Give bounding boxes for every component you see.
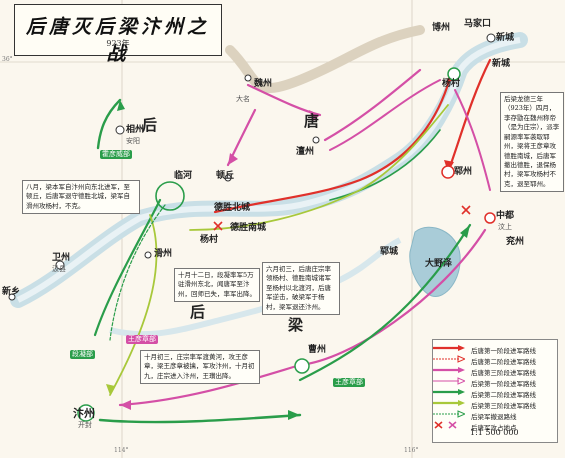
note-right: 后梁龙德三年（923年）四月，李存勖在魏州称帝（是为庄宗），派李嗣源率军袭取郓州… [500, 92, 564, 193]
city-daming: 大名 [236, 95, 250, 103]
marker-chanzhou [312, 136, 320, 144]
tick-116: 116° [404, 447, 419, 454]
army-wang-yanzhang-2: 王彦章部 [333, 378, 365, 387]
note-oct3: 十月初三，庄宗率军渡黄河，攻王彦章，梁王彦章被擒，军攻汴州，十月初九，庄宗进入汴… [140, 350, 260, 385]
marker-xincheng [486, 33, 496, 43]
legend-row: 后梁第二阶段进军路线 [433, 388, 557, 399]
fenghu-lake [409, 226, 461, 297]
army-duan-ning: 段凝部 [70, 350, 95, 359]
state-later-tang: 唐 [304, 112, 320, 130]
city-yunzhou: 郓州 [454, 167, 473, 177]
city-yanzhou: 兖州 [506, 237, 525, 247]
marker-weizhou [244, 74, 252, 82]
city-kaifeng: 开封 [78, 421, 92, 429]
city-xiangzhou: 相州 [126, 125, 145, 135]
note-august: 八月，梁本军自汴州向东北进军，至顿丘，后唐军退守德胜北城，梁军自滑州攻杨村，不克… [22, 180, 140, 215]
city-huazhou: 滑州 [154, 249, 173, 259]
city-jixian: 汲县 [52, 265, 66, 273]
marker-bianzhou [77, 404, 95, 422]
marker-huazhou [144, 251, 152, 259]
route-pink-6 [454, 89, 491, 191]
army-wang-yanzhang-1: 王彦章部 [126, 335, 158, 344]
legend-label: 后梁第二阶段进军路线 [471, 391, 536, 399]
marker-yunzhou [441, 165, 455, 179]
city-zhongdu: 中都 [496, 211, 515, 221]
route-yellowgreen-1 [109, 214, 158, 396]
note-center: 六月初三，后唐庄宗率领杨村、德胜南城诸军至杨村以北渡河，后唐军逆击，破梁军于杨村… [262, 262, 340, 316]
army-linhe-troops: 霍彦威部 [100, 150, 132, 159]
city-yangcun2: 杨村 [200, 235, 219, 245]
state-later-liang-2: 梁 [288, 316, 304, 334]
route-tang-red-1 [213, 68, 454, 214]
legend-row: 后梁军撤退路线 [433, 410, 557, 421]
legend-row: 后梁第三阶段进军路线 [433, 399, 557, 410]
route-green-4 [298, 223, 472, 382]
legend-row: 后唐军攻占地点 [433, 421, 557, 432]
city-yangcun: 杨村 [442, 79, 461, 89]
north-ridge [225, 25, 425, 94]
route-green-2 [93, 198, 162, 337]
city-xincheng2: 新城 [492, 59, 511, 69]
route-pink-3 [323, 68, 422, 142]
legend: 后唐第一阶段进军路线 后唐第二阶段进军路线 后唐第三阶段进军路线 后梁第一阶段进… [432, 339, 558, 443]
route-yellowgreen-2 [189, 104, 449, 231]
city-weizhou2: 卫州 [52, 253, 71, 263]
legend-label: 后梁军撤退路线 [471, 413, 517, 421]
scale-label: 1:1 500 000 [470, 428, 519, 437]
route-tang-red-2 [446, 58, 492, 174]
city-linhe: 临河 [174, 171, 193, 181]
city-yuncheng: 郓城 [380, 247, 399, 257]
legend-label: 后唐第三阶段进军路线 [471, 369, 536, 377]
city-bozhou: 博州 [432, 23, 451, 33]
legend-row: 后唐第三阶段进军路线 [433, 366, 557, 377]
city-anyang: 安阳 [126, 137, 140, 145]
route-green-hollow [109, 204, 166, 341]
title-box: 后唐灭后梁汴州之战 923年 [14, 4, 222, 65]
city-majiakou: 马家口 [464, 19, 492, 29]
legend-row: 后唐第一阶段进军路线 [433, 344, 557, 355]
city-markers [8, 33, 496, 422]
marker-xiangzhou [115, 125, 125, 135]
note-oct12: 十月十二日，段凝率军5万驻滑州东北，闻唐军至汴州，回师已失，率军出降。 [174, 268, 260, 303]
state-later-tang-north: 后 [142, 116, 158, 134]
legend-label: 后梁第一阶段进军路线 [471, 380, 536, 388]
marker-weizhou2 [55, 260, 65, 270]
tick-36: 36° [2, 56, 13, 63]
legend-label: 后唐第一阶段进军路线 [471, 347, 536, 355]
city-dunqiu: 顿丘 [216, 171, 235, 181]
map-year: 923年 [106, 39, 130, 48]
route-green-1 [96, 98, 122, 150]
city-xincheng: 新城 [496, 33, 515, 43]
lake-name: 大野泽 [425, 259, 453, 269]
route-pink-4 [329, 79, 441, 151]
marker-xinxiang [8, 293, 16, 301]
marker-linhe [155, 181, 185, 211]
legend-label: 后唐第二阶段进军路线 [471, 358, 536, 366]
city-caozhou: 曹州 [308, 345, 327, 355]
marker-zhongdu [484, 212, 496, 224]
city-wenshang: 汶上 [498, 223, 512, 231]
legend-label: 后唐军攻占地点 [471, 424, 517, 432]
city-desheng-south: 德胜南城 [230, 223, 267, 233]
legend-row: 后唐第二阶段进军路线 [433, 355, 557, 366]
city-desheng-north: 德胜北城 [214, 203, 251, 213]
legend-row: 后梁第一阶段进军路线 [433, 377, 557, 388]
state-later-liang-1: 后 [190, 303, 206, 321]
battle-crosses [213, 205, 471, 231]
city-xinxiang: 新乡 [2, 287, 21, 297]
city-chanzhou: 澶州 [296, 147, 315, 157]
map-title: 后唐灭后梁汴州之战 [25, 16, 210, 65]
marker-yangcun-top [447, 67, 461, 81]
city-bianzhou: 汴州 [73, 407, 95, 420]
marker-dunqiu [224, 174, 232, 182]
tick-114: 114° [114, 447, 129, 454]
route-green-3 [98, 413, 302, 424]
route-green-5 [329, 129, 441, 201]
city-weizhou: 魏州 [254, 79, 273, 89]
marker-caozhou [294, 358, 310, 374]
legend-label: 后梁第三阶段进军路线 [471, 402, 536, 410]
